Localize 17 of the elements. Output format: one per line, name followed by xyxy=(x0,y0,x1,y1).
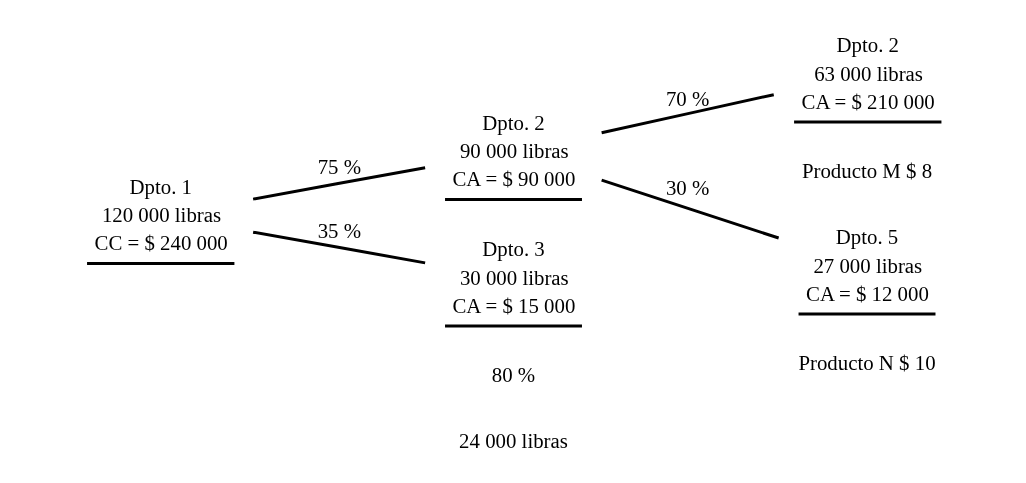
node-text: Dpto. 5 27 000 libras CA = $ 12 000 xyxy=(805,225,929,306)
connector xyxy=(252,230,425,265)
node-label: Producto N $ 10 xyxy=(797,351,936,376)
edge-label: 75 % xyxy=(317,155,361,180)
node-text: Dpto. 3 30 000 libras CA = $ 15 000 xyxy=(451,237,575,318)
connector xyxy=(600,93,774,135)
edge-label: 30 % xyxy=(665,176,709,201)
node-label: Producto M $ 8 xyxy=(801,159,932,184)
edge-label: 70 % xyxy=(665,86,709,111)
node-text: Dpto. 1 120 000 libras CC = $ 240 000 xyxy=(93,174,228,256)
connector xyxy=(600,178,779,240)
node-text: Dpto. 2 63 000 libras CA = $ 210 000 xyxy=(801,33,935,114)
connector xyxy=(252,166,425,201)
edge-label: 35 % xyxy=(317,219,361,244)
node-label: 24 000 libras xyxy=(458,428,568,453)
node-text: Dpto. 2 90 000 libras CA = $ 90 000 xyxy=(451,110,575,192)
node-label: 80 % xyxy=(491,363,535,388)
